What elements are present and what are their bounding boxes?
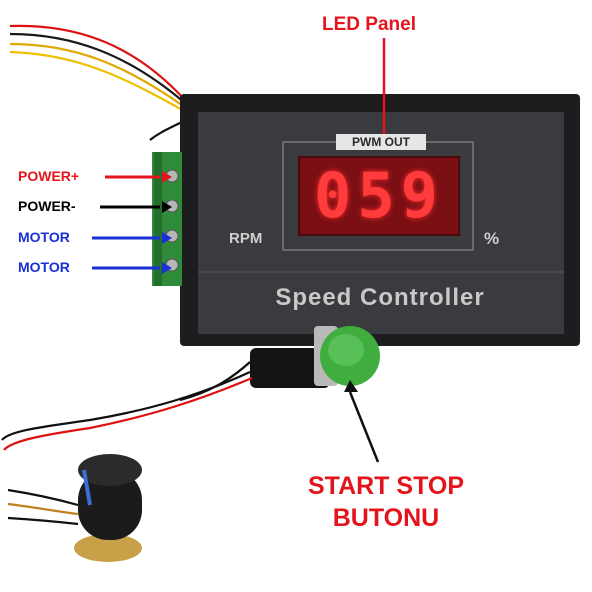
rpm-label: RPM bbox=[229, 230, 263, 247]
start-stop-label: START STOP BUTONU bbox=[286, 470, 486, 534]
percent-label: % bbox=[484, 229, 500, 248]
device-name: Speed Controller bbox=[275, 284, 485, 311]
led-display-value: 059 bbox=[314, 159, 444, 232]
terminal-block-top bbox=[154, 152, 162, 286]
led-display bbox=[298, 156, 460, 236]
start-stop-line1: START STOP bbox=[307, 472, 465, 500]
terminal-label-motor-1: MOTOR bbox=[18, 229, 70, 245]
led-panel-label: LED Panel bbox=[322, 14, 416, 35]
push-button bbox=[250, 326, 380, 388]
start-stop-line2: BUTONU bbox=[332, 504, 440, 532]
terminal-label-power-plus: POWER+ bbox=[18, 168, 80, 184]
pwm-out-label: PWM OUT bbox=[336, 134, 426, 150]
pot-cable bbox=[1, 361, 253, 451]
button-pointer-head bbox=[344, 380, 358, 392]
potentiometer bbox=[7, 454, 142, 562]
top-wire-bundle bbox=[9, 24, 187, 141]
button-pointer bbox=[348, 391, 380, 463]
terminal-label-motor-2: MOTOR bbox=[18, 259, 70, 275]
terminal-arrows bbox=[92, 171, 172, 274]
terminal-label-power-minus: POWER- bbox=[18, 198, 76, 214]
